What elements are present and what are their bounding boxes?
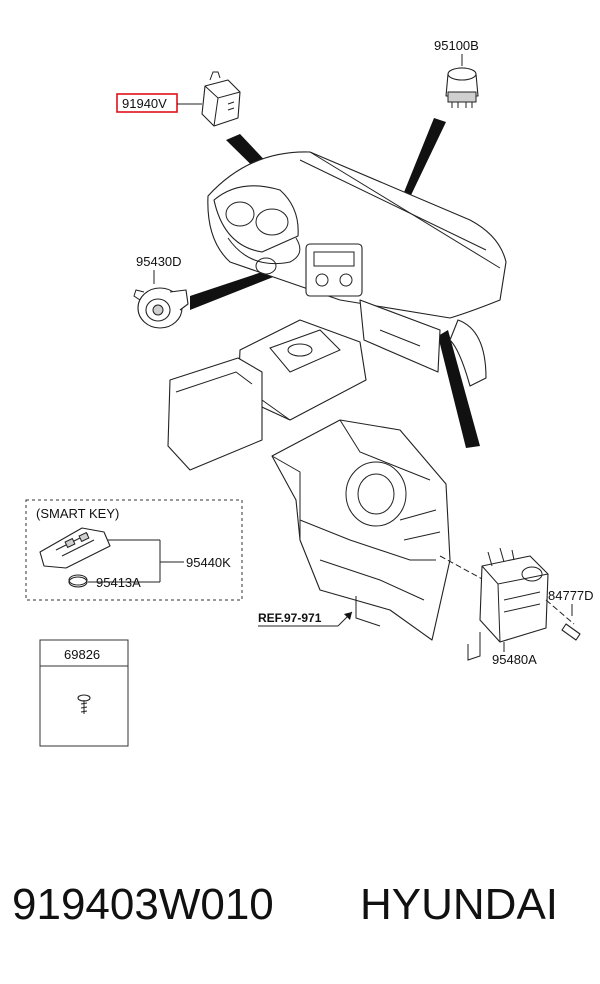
screw-box-69826: [39, 639, 129, 747]
callout-84777d: 84777D: [548, 588, 594, 603]
smart-key-fob: [39, 527, 111, 569]
hvac-assembly: [271, 419, 451, 641]
immobilizer-95430d: [133, 287, 189, 329]
coin-battery: [68, 574, 88, 588]
callout-69826: 69826: [64, 647, 100, 662]
footer: 919403W010 HYUNDAI: [0, 880, 600, 950]
leader-wedge-2: [396, 118, 446, 214]
callout-95100b: 95100B: [434, 38, 479, 53]
callout-95480a: 95480A: [492, 652, 537, 667]
callout-95430d: 95430D: [136, 254, 182, 269]
relay-module-91940v: [201, 71, 241, 127]
callout-95440k: 95440K: [186, 555, 231, 570]
dashboard-assembly: [167, 151, 507, 471]
smart-key-title: (SMART KEY): [36, 506, 119, 521]
highlight-box: [116, 93, 178, 113]
screw-icon: [77, 694, 91, 714]
leader-wedge-4: [438, 330, 480, 448]
callout-ref: REF.97-971: [258, 611, 322, 625]
smart-key-box: [25, 499, 243, 601]
brand-name: HYUNDAI: [360, 880, 559, 929]
control-module-95480a: [467, 547, 549, 661]
start-button-95100b: [445, 67, 479, 108]
callout-95413a: 95413A: [96, 575, 141, 590]
part-number: 919403W010: [12, 880, 274, 929]
callout-91940v: 91940V: [122, 96, 167, 111]
bolt-84777d: [561, 604, 581, 641]
